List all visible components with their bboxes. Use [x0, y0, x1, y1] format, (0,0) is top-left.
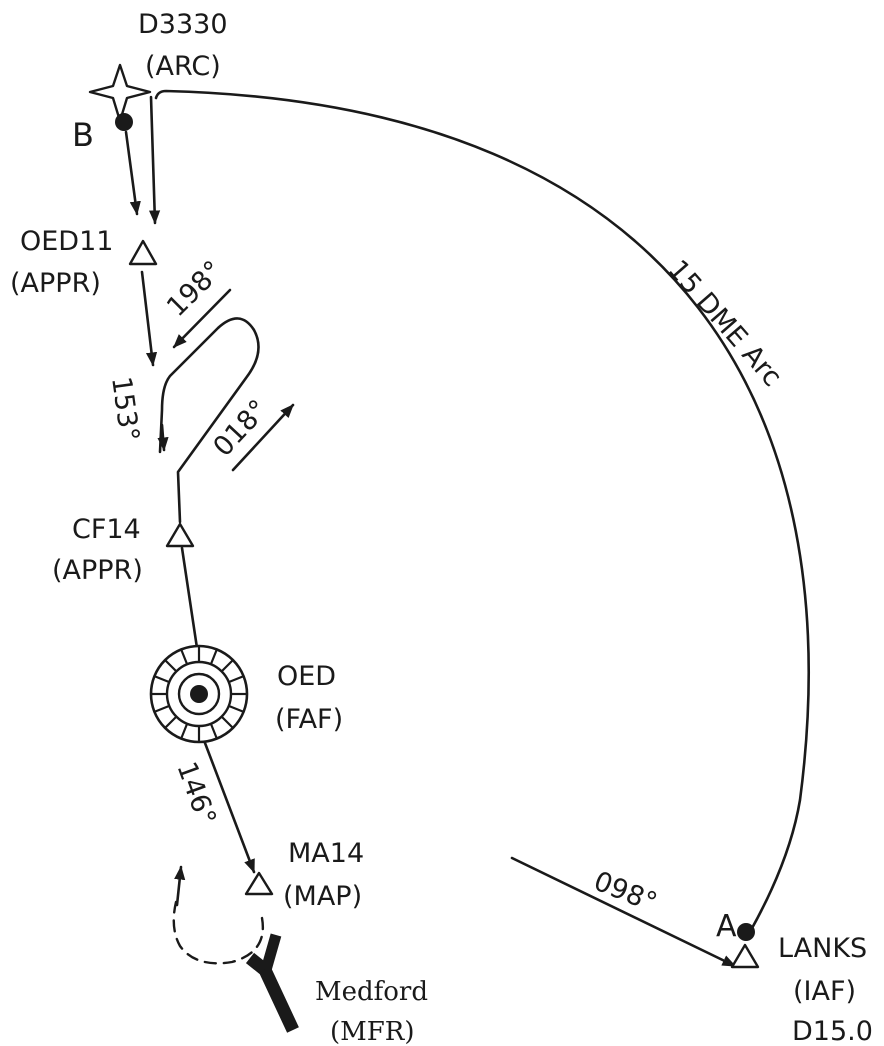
b-to-oed11-track — [124, 130, 141, 216]
oed-to-ma14-track — [203, 741, 256, 874]
ma14-type: (MAP) — [283, 881, 362, 912]
cf14-type: (APPR) — [52, 555, 143, 586]
course-198-arrow — [172, 288, 232, 349]
arc-start-type: (ARC) — [145, 51, 221, 82]
ma14-id: MA14 — [288, 838, 364, 869]
course-198-label: 198° — [161, 255, 229, 323]
lanks-id: LANKS — [778, 933, 867, 964]
cf14-to-oed-track — [180, 546, 199, 650]
arc-start-id: D3330 — [138, 9, 228, 40]
medford-type: (MFR) — [330, 1017, 415, 1046]
oed11-id: OED11 — [20, 226, 113, 257]
lanks-fix-icon — [730, 943, 760, 969]
ma14-fix-icon — [244, 871, 274, 896]
dme-arc — [154, 89, 810, 932]
cf14-fix-icon — [165, 522, 195, 548]
course-018-label: 018° — [207, 394, 274, 463]
cf14-id: CF14 — [72, 514, 141, 545]
point-b-dot — [115, 113, 133, 131]
arc-entry-track — [149, 95, 161, 225]
procedure-turn-track — [158, 317, 260, 524]
point-b-letter: B — [72, 116, 94, 154]
pt-inbound-arrow — [157, 423, 169, 452]
medford-runway-icon — [245, 933, 299, 1033]
oed-type: (FAF) — [275, 704, 343, 735]
lanks-dot — [737, 923, 755, 941]
course-018-arrow — [231, 403, 295, 472]
lanks-distance: D15.0 — [792, 1016, 873, 1046]
medford-id: Medford — [315, 977, 428, 1007]
lanks-letter: A — [716, 909, 737, 944]
oed11-fix-icon — [128, 239, 158, 266]
arc-start-star-icon — [88, 63, 152, 123]
entry-098-track — [510, 856, 737, 968]
oed11-type: (APPR) — [10, 268, 101, 299]
oed-vor-icon — [149, 644, 249, 744]
missed-approach-arrow — [174, 865, 186, 907]
oed-id: OED — [277, 661, 336, 692]
course-098-label: 098° — [589, 866, 661, 919]
course-153-label: 153° — [105, 375, 145, 444]
oed11-to-pt-track — [140, 270, 158, 367]
lanks-type: (IAF) — [793, 976, 856, 1007]
missed-approach-hold — [172, 900, 265, 965]
dme-arc-label: 15 DME Arc — [662, 254, 788, 392]
